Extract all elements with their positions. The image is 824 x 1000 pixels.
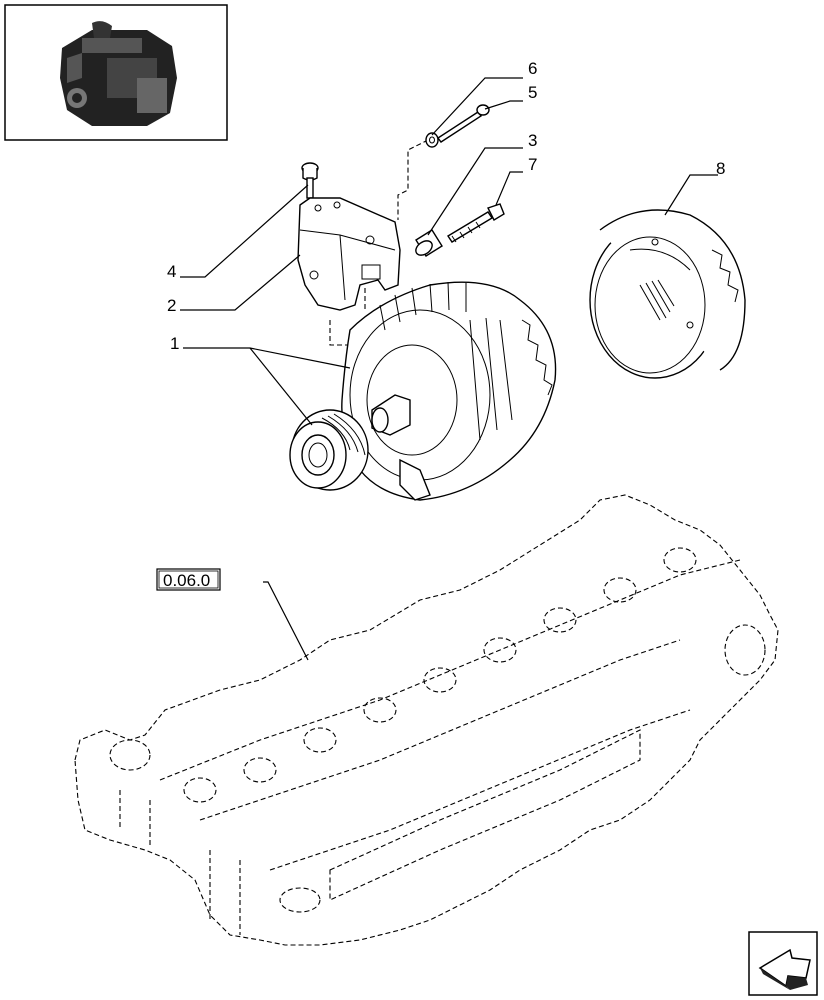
washer-part-6 bbox=[425, 132, 439, 148]
engine-thumbnail-icon[interactable] bbox=[4, 4, 228, 141]
callout-5: 5 bbox=[528, 83, 537, 102]
callout-4: 4 bbox=[167, 262, 176, 281]
bolt-part-4 bbox=[301, 162, 319, 199]
pulley bbox=[289, 409, 369, 491]
leader-lines bbox=[180, 77, 718, 661]
long-bolt-part-5 bbox=[436, 104, 490, 143]
alternator-part-1 bbox=[341, 281, 557, 501]
callout-2: 2 bbox=[167, 296, 176, 315]
spacer-sleeve-part-3 bbox=[415, 229, 443, 257]
connector-line-6 bbox=[397, 139, 429, 220]
cylinder-head-reference bbox=[74, 494, 779, 946]
connector-line-2 bbox=[329, 320, 350, 346]
drum-pulley-part-8 bbox=[589, 209, 746, 379]
callout-3: 3 bbox=[528, 131, 537, 150]
reference-box[interactable]: 0.06.0 bbox=[156, 568, 221, 591]
reference-box-label: 0.06.0 bbox=[163, 571, 210, 590]
bracket-part-2 bbox=[297, 197, 401, 311]
callout-7: 7 bbox=[528, 155, 537, 174]
callout-6: 6 bbox=[528, 59, 537, 78]
callout-8: 8 bbox=[716, 159, 725, 178]
next-page-arrow-icon[interactable] bbox=[748, 931, 818, 996]
callout-1: 1 bbox=[170, 334, 179, 353]
bolt-part-7 bbox=[447, 203, 505, 243]
